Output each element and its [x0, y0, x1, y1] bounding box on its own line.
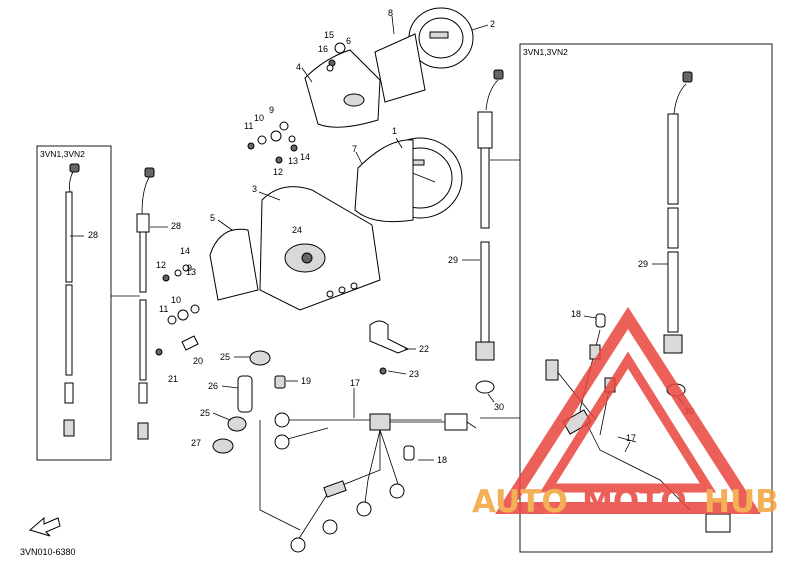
callout-13-upper: 13 — [288, 156, 298, 166]
bracket-22 — [369, 320, 410, 375]
callout-9-upper: 9 — [269, 105, 274, 115]
callout-28-right: 28 — [171, 221, 181, 231]
callout-13-lower: 13 — [186, 267, 196, 277]
callout-12-upper: 12 — [273, 167, 283, 177]
callout-28-left: 28 — [88, 230, 98, 240]
callout-14-upper: 14 — [300, 152, 310, 162]
callout-12-lower: 12 — [156, 260, 166, 270]
callout-19: 19 — [301, 376, 311, 386]
watermark-part1: AUTO — [472, 484, 568, 520]
callout-18-box: 18 — [571, 309, 581, 319]
callout-20: 20 — [193, 356, 203, 366]
callout-7: 7 — [352, 144, 357, 154]
callout-11-upper: 11 — [244, 121, 253, 131]
callout-15: 15 — [324, 30, 334, 40]
callout-26: 26 — [208, 381, 218, 391]
callout-9-lower: 9 — [187, 263, 192, 273]
callout-4: 4 — [296, 62, 301, 72]
hardware-cluster-upper — [247, 121, 298, 164]
variant-box-right-label: 3VN1,3VN2 — [523, 47, 568, 57]
callout-29-center: 29 — [448, 255, 458, 265]
front-arrow-icon — [28, 516, 61, 537]
callout-10-lower: 10 — [171, 295, 181, 305]
meter-housing-upper — [304, 7, 474, 128]
callout-17-box: 17 — [626, 433, 636, 443]
callouts: 1 2 3 4 5 6 7 8 9 9 10 10 11 11 12 12 13… — [156, 8, 694, 465]
meter-housing-lower — [209, 137, 463, 311]
callout-6: 6 — [346, 36, 351, 46]
tachometer-cable-center — [475, 69, 504, 394]
callout-14-lower: 14 — [180, 246, 190, 256]
callout-29-box: 29 — [638, 259, 648, 269]
callout-10-upper: 10 — [254, 113, 264, 123]
grommets — [212, 350, 286, 454]
callout-27: 27 — [191, 438, 201, 448]
watermark-logo: AUTO MOTO HUB — [472, 306, 779, 520]
callout-24: 24 — [292, 225, 302, 235]
callout-17-main: 17 — [350, 378, 360, 388]
watermark-part3: HUB — [704, 484, 779, 520]
speedometer-cable-left — [63, 163, 80, 437]
callout-25-upper: 25 — [220, 352, 230, 362]
callout-2: 2 — [490, 19, 495, 29]
watermark-part2: MOTO — [582, 484, 687, 520]
callout-8: 8 — [388, 8, 393, 18]
hardware-cluster-lower — [155, 264, 200, 356]
callout-25-lower: 25 — [200, 408, 210, 418]
tachometer-cable-left — [136, 167, 155, 440]
callout-22: 22 — [419, 344, 429, 354]
callout-5: 5 — [210, 213, 215, 223]
callout-23: 23 — [409, 369, 419, 379]
callout-30-center: 30 — [494, 402, 504, 412]
callout-11-lower: 11 — [159, 304, 168, 314]
callout-21: 21 — [168, 374, 178, 384]
callout-3: 3 — [252, 184, 257, 194]
variant-box-left: 3VN1,3VN2 28 28 — [36, 145, 181, 461]
wire-harness-main — [259, 412, 477, 553]
variant-box-left-label: 3VN1,3VN2 — [40, 149, 85, 159]
callout-16: 16 — [318, 44, 328, 54]
callout-18-main: 18 — [437, 455, 447, 465]
callout-1: 1 — [392, 126, 397, 136]
diagram-code: 3VN010-6380 — [20, 547, 76, 557]
